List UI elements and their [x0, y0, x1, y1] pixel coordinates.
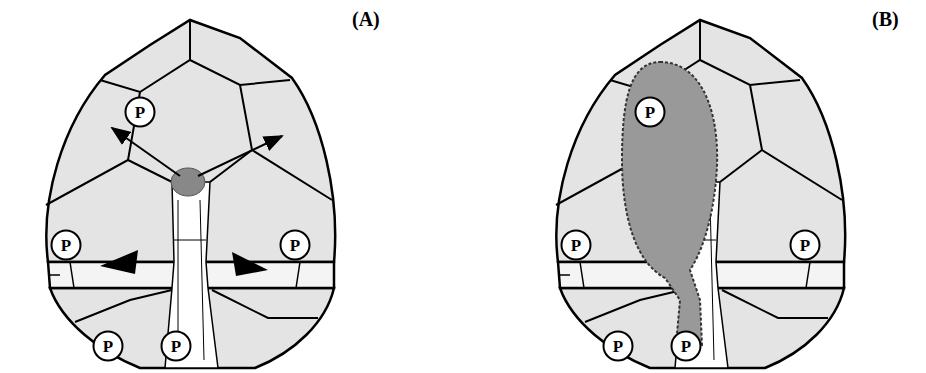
plate-circle: P	[279, 229, 311, 261]
plate-label: P	[613, 338, 623, 355]
plate-label: P	[645, 104, 655, 121]
plate-circle: P	[560, 229, 592, 261]
plate-circle: P	[92, 330, 124, 362]
plate-circle: P	[789, 229, 821, 261]
plate-label: P	[61, 237, 71, 254]
plate-circle: P	[634, 96, 666, 128]
plate-label: P	[290, 237, 300, 254]
plate-label: P	[681, 338, 691, 355]
plate-label: P	[571, 237, 581, 254]
plate-label: P	[103, 338, 113, 355]
plate-circle: P	[124, 96, 156, 128]
plate-circle: P	[670, 330, 702, 362]
plate-label: P	[800, 237, 810, 254]
plate-label: P	[135, 104, 145, 121]
plate-label: P	[171, 338, 181, 355]
plate-circle: P	[50, 229, 82, 261]
panel-label: (B)	[872, 8, 899, 31]
panel-label: (A)	[352, 8, 380, 31]
plate-circle: P	[160, 330, 192, 362]
plate-circle: P	[602, 330, 634, 362]
